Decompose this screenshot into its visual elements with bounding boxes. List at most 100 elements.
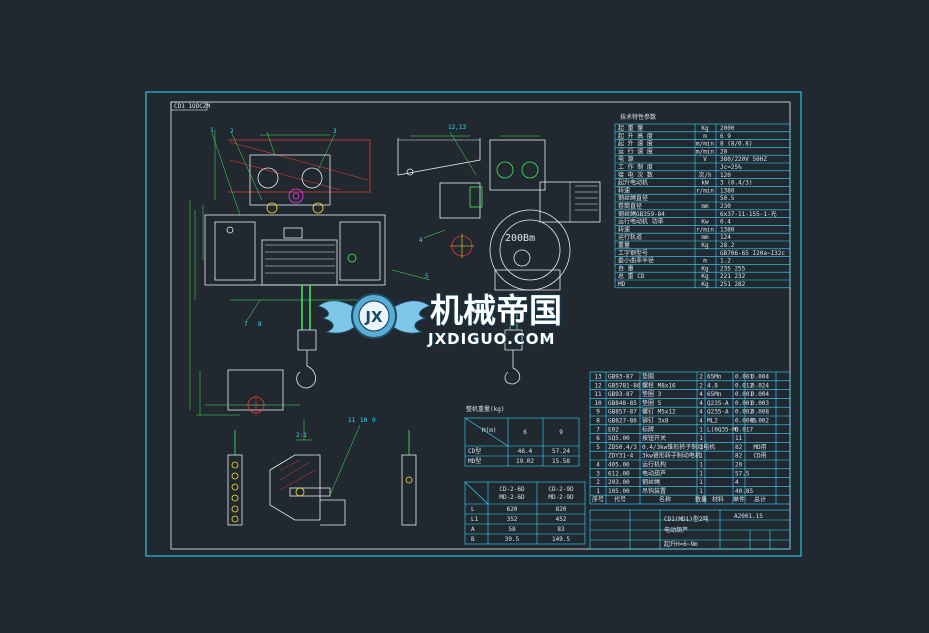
spec-unit: m [703,258,707,265]
bom-material: 65Mn [707,374,722,381]
spec-unit: Kg [701,273,709,280]
spec-unit: m [703,133,707,140]
logo-emblem-letters: JX [364,308,383,326]
dim-cell: 820 [556,506,567,513]
callout-3: 3 [333,128,337,135]
bom-unit-weight: 0.017 [735,426,753,433]
spec-label: 起 升 速 度 [618,140,653,148]
spec-unit: m/min [696,141,714,148]
spec-value: 3 (0.4/3) [720,180,753,187]
dim-col-head: CD-2-6D [499,486,525,493]
spec-value: 28.2 [720,242,735,249]
spec-label: MD [618,281,626,288]
weight-cell: 19.02 [516,458,534,465]
bom-name: 钢丝绳 [642,478,660,486]
bom-index: 3 [596,470,600,477]
spec-value: 1380 [720,226,735,233]
bom-qty: 1 [699,462,703,469]
bom-code: ZDS0.4/3 [608,444,637,451]
spec-unit: r/min [696,226,714,233]
dim-cell: 149.5 [552,536,570,543]
spec-unit: kW [701,180,709,187]
spec-label: 起 重 量 [618,124,643,132]
bom-qty: 4 [699,391,703,398]
spec-label: 转速 [618,186,630,194]
spec-label: 转速 [618,225,630,233]
bom-index: 5 [596,444,600,451]
side-view [397,131,601,385]
bom-name: 运行机构 [642,461,666,469]
bom-total-weight: 0.004 [751,374,769,381]
bom-name: 螺栓 M8x16 [642,381,676,389]
specs-heading: 技术特性参数 [620,113,656,121]
bom-header-cell: 单件 [733,496,745,504]
spec-value: 20 [720,148,728,155]
bom-code: 405.00 [608,462,630,469]
bom-name: 垫圈 3 [642,390,662,398]
bom-total-weight: 0.004 [751,391,769,398]
title-block [589,509,791,550]
bom-index: 4 [596,462,600,469]
bom-qty: 1 [699,426,703,433]
dim-cell: 39.5 [505,536,520,543]
bom-index: 8 [596,418,600,425]
scale-note: 2:1 [296,432,307,439]
spec-unit: Kg [701,281,709,288]
bom-unit-weight: 0.0005 [735,418,757,425]
weight-col-head: H(m) [482,427,496,434]
bom-name: 3kw锥形转子制动电机 [642,452,701,460]
spec-value: 1.2 [720,258,731,265]
callout-12-13: 12,13 [448,124,466,131]
spec-unit: mm [701,203,709,210]
callout-2: 2 [230,128,234,135]
bom-name: 吊钩装置 [642,487,666,495]
bom-code: GB93-87 [608,391,634,398]
bom-unit-weight: 0.002 [735,409,753,416]
weight-cell: 57.24 [552,448,570,455]
bom-qty: 2 [699,374,703,381]
weight-table-title: 整机重量(kg) [466,405,504,413]
spec-value: 124 [720,234,731,241]
spec-unit: mm [701,234,709,241]
front-view [189,130,431,441]
bom-qty: 1 [699,470,703,477]
spec-label: 运 行 速 度 [618,147,653,155]
bom-unit-weight: 40.85 [735,488,753,495]
bom-material: 65Mn [707,391,722,398]
bom-qty: 2 [699,382,703,389]
spec-value: 0.4 [720,219,731,226]
title-code: A2001.1S [734,513,763,520]
bom-unit-weight: 20 [735,462,743,469]
bom-material: 4.8 [707,382,718,389]
spec-unit: r/min [696,187,714,194]
spec-value: 50.5 [720,195,735,202]
spec-unit: Kw [701,219,709,226]
spec-label: 运行电动机 功率 [618,218,664,226]
callout-8: 8 [258,321,262,328]
bom-index: 9 [596,409,600,416]
bom-name: 按钮开关 [642,434,666,442]
spec-value: 8 (8/0.8) [720,141,753,148]
logo-right-wing [385,300,432,334]
bom-code: ZDY31-4 [608,453,634,460]
spec-label: 卷筒直径 [618,202,642,210]
dim-cell: 83 [557,526,565,533]
bom-unit-weight: 0.001 [735,391,753,398]
pendant-views [227,424,417,526]
bom-unit-weight: 57.5 [735,470,750,477]
spec-value: 230 [720,203,731,210]
dim-cell: 352 [507,516,518,523]
bom-index: 13 [594,374,602,381]
bom-header-cell: 材料 [712,496,724,504]
bom-code: GB857-87 [608,409,637,416]
bom-unit-weight: 11 [735,435,743,442]
sheet-outer-frame [145,91,802,557]
bom-total-weight: 0.024 [751,382,769,389]
bom-name: 垫圈 [642,373,654,381]
bom-unit-weight: 0.001 [735,400,753,407]
bom-index: 6 [596,435,600,442]
bom-header-cell: 序号 [592,496,604,504]
bom-header-cell: 总计 [754,496,766,504]
bom-qty: 4 [699,400,703,407]
